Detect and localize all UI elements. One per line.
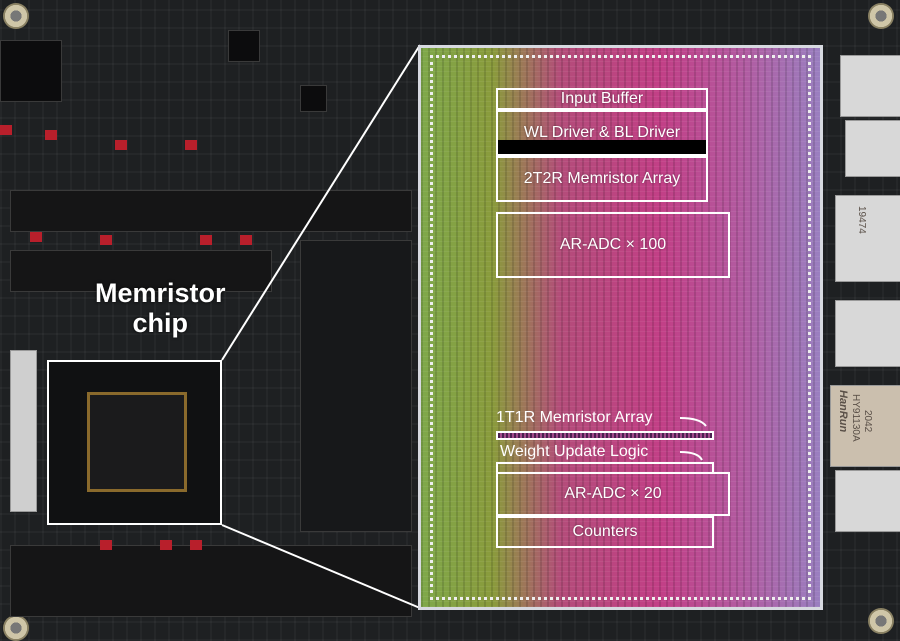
connector-upper: 19474	[835, 195, 900, 282]
connector-brand: HanRun	[837, 390, 849, 433]
label-1t1r-array: 1T1R Memristor Array	[496, 409, 653, 426]
block-wl-bl-driver: WL Driver & BL Driver	[496, 110, 708, 156]
block-input-buffer: Input Buffer	[496, 88, 708, 110]
block-1t1r-array	[496, 431, 714, 440]
label-weight-update-logic: Weight Update Logic	[500, 443, 649, 460]
screw	[3, 615, 29, 641]
pad-ring	[430, 55, 811, 600]
chip-label: Memristor chip	[95, 278, 226, 338]
connector-code-upper: 19474	[856, 206, 867, 234]
chip-socket	[47, 360, 222, 525]
block-ar-adc-20: AR-ADC × 20	[496, 472, 730, 516]
block-counters: Counters	[496, 516, 714, 548]
rj45-connector: HanRun HY91130A 2042	[830, 385, 900, 467]
connector-date-code: 2042	[862, 410, 873, 433]
screw	[868, 3, 894, 29]
screw	[3, 3, 29, 29]
chip-package	[87, 392, 187, 492]
block-2t2r-array: 2T2R Memristor Array	[496, 156, 708, 202]
block-ar-adc-100: AR-ADC × 100	[496, 212, 730, 278]
screw	[868, 608, 894, 634]
connector-part-number: HY91130A	[850, 394, 861, 442]
